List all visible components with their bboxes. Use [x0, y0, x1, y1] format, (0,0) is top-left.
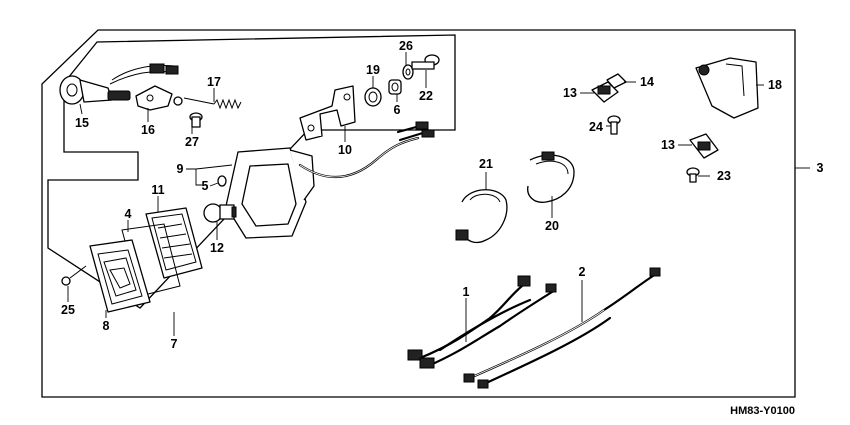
label-24: 24	[589, 120, 603, 134]
label-4: 4	[125, 207, 132, 221]
diagram-code: HM83-Y0100	[730, 405, 795, 417]
label-14: 14	[640, 75, 654, 89]
label-13-upper: 13	[563, 86, 577, 100]
label-3: 3	[817, 161, 824, 175]
label-21: 21	[479, 157, 493, 171]
bolt-22-part	[411, 54, 440, 70]
label-23: 23	[717, 169, 731, 183]
relay-upper-part	[591, 81, 619, 103]
label-13-lower: 13	[661, 138, 675, 152]
switch-cover-part	[695, 57, 759, 119]
collar-part	[388, 79, 402, 95]
label-11: 11	[151, 183, 164, 197]
headlight-lens-part	[89, 239, 151, 313]
band-21-part	[455, 189, 508, 244]
clip-part	[217, 175, 227, 187]
harness-1-part	[407, 275, 557, 369]
label-7: 7	[171, 337, 178, 351]
screw-27-part	[189, 112, 203, 128]
relay-lower-part	[689, 133, 719, 159]
bolt-24-part	[607, 115, 621, 135]
harness-2-part	[463, 267, 661, 389]
label-1: 1	[463, 285, 470, 299]
bulb-part	[203, 203, 237, 223]
bolt-23-part	[686, 167, 700, 183]
label-22: 22	[419, 89, 433, 103]
label-20: 20	[545, 219, 559, 233]
ignition-switch-part	[59, 63, 179, 105]
spring-part	[183, 97, 242, 110]
label-8: 8	[103, 319, 110, 333]
label-12: 12	[210, 241, 224, 255]
label-19: 19	[366, 63, 380, 77]
label-9: 9	[177, 162, 184, 176]
reflector-part	[145, 207, 203, 279]
label-15: 15	[75, 116, 89, 130]
label-6: 6	[394, 103, 401, 117]
label-27: 27	[185, 135, 199, 149]
headlight-case-part	[225, 121, 435, 239]
label-17: 17	[207, 75, 221, 89]
switch-bracket-part	[135, 85, 183, 111]
label-2: 2	[579, 265, 586, 279]
leader-lines	[67, 52, 810, 342]
screw-25-part	[61, 265, 87, 286]
label-26: 26	[399, 39, 413, 53]
headlight-kit-frame	[47, 34, 456, 309]
label-16: 16	[141, 123, 155, 137]
headlight-bracket-part	[299, 85, 356, 141]
washer-part	[402, 64, 414, 80]
label-10: 10	[338, 143, 352, 157]
label-5: 5	[202, 179, 209, 193]
label-18: 18	[768, 78, 782, 92]
band-20-part	[527, 151, 575, 203]
outer-frame	[41, 29, 796, 398]
grommet-part	[364, 87, 382, 107]
label-25: 25	[61, 303, 75, 317]
